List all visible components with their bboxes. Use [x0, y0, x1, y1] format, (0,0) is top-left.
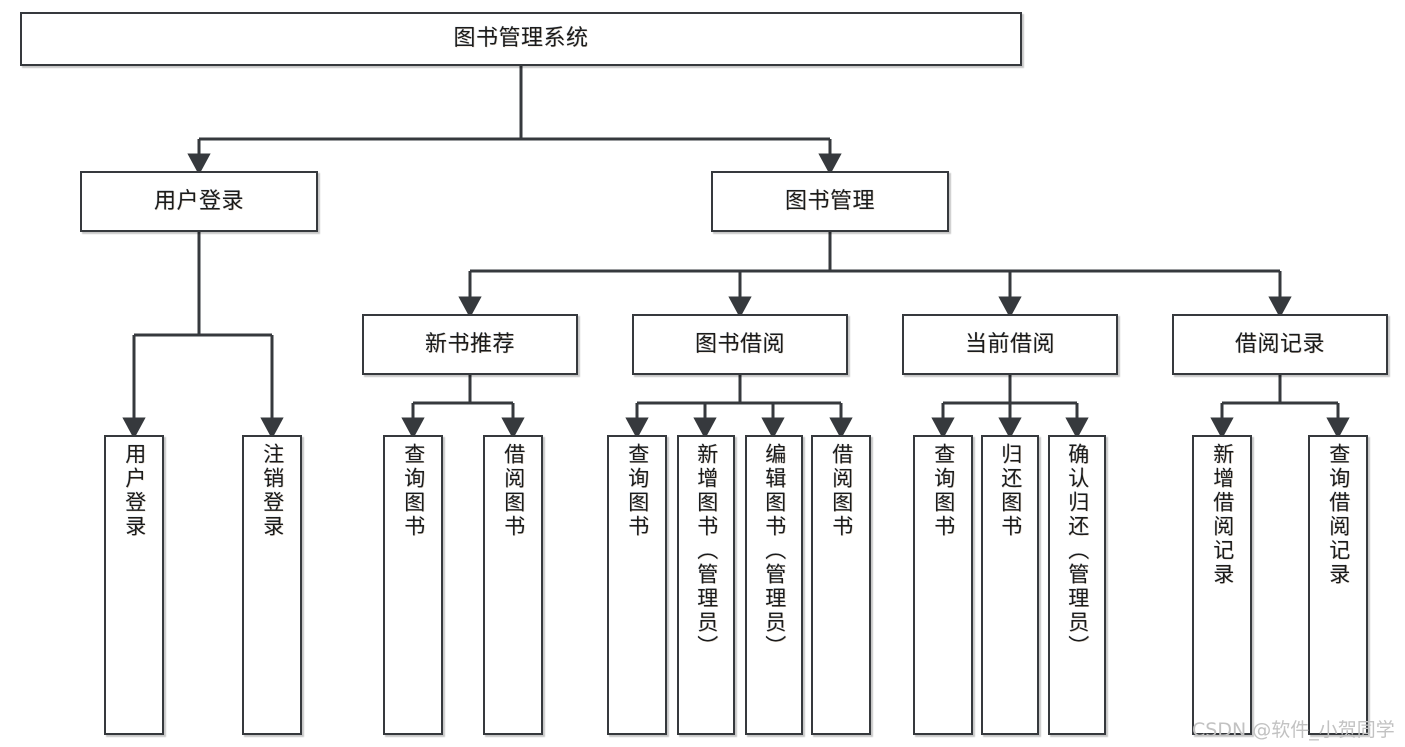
- node-root-system[interactable]: 图书管理系统: [20, 12, 1022, 66]
- node-label: 新增图书（管理员）: [694, 443, 719, 659]
- leaf-user-login-logout[interactable]: 注销登录: [242, 435, 302, 735]
- node-label: 注销登录: [260, 443, 285, 539]
- node-label: 归还图书: [998, 443, 1023, 539]
- node-label: 新增借阅记录: [1210, 443, 1235, 587]
- node-book-borrow[interactable]: 图书借阅: [632, 314, 848, 375]
- leaf-book-borrow-borrow-book[interactable]: 借阅图书: [811, 435, 871, 735]
- node-label: 查询借阅记录: [1326, 443, 1351, 587]
- node-label: 编辑图书（管理员）: [762, 443, 787, 659]
- leaf-new-book-query-book[interactable]: 查询图书: [383, 435, 443, 735]
- node-label: 图书管理: [784, 188, 875, 214]
- node-label: 借阅记录: [1234, 331, 1325, 357]
- leaf-book-borrow-query-book[interactable]: 查询图书: [607, 435, 667, 735]
- node-label: 查询图书: [401, 443, 426, 539]
- node-new-book-recommend[interactable]: 新书推荐: [362, 314, 578, 375]
- csdn-watermark: CSDN @软件_小贺同学: [1192, 719, 1395, 741]
- node-label: 确认归还（管理员）: [1065, 443, 1090, 659]
- node-label: 当前借阅: [964, 331, 1055, 357]
- leaf-book-borrow-add-book-admin[interactable]: 新增图书（管理员）: [677, 435, 735, 735]
- node-label: 借阅图书: [829, 443, 854, 539]
- node-label: 新书推荐: [424, 331, 515, 357]
- node-label: 查询图书: [931, 443, 956, 539]
- node-user-login[interactable]: 用户登录: [80, 171, 318, 232]
- leaf-borrow-record-add-record[interactable]: 新增借阅记录: [1192, 435, 1252, 735]
- node-borrow-record[interactable]: 借阅记录: [1172, 314, 1388, 375]
- leaf-book-borrow-edit-book-admin[interactable]: 编辑图书（管理员）: [745, 435, 803, 735]
- node-current-borrow[interactable]: 当前借阅: [902, 314, 1118, 375]
- leaf-current-borrow-confirm-return-admin[interactable]: 确认归还（管理员）: [1048, 435, 1106, 735]
- node-label: 用户登录: [153, 188, 244, 214]
- leaf-current-borrow-return-book[interactable]: 归还图书: [981, 435, 1039, 735]
- leaf-borrow-record-query-record[interactable]: 查询借阅记录: [1308, 435, 1368, 735]
- leaf-user-login-login[interactable]: 用户登录: [104, 435, 164, 735]
- node-label: 用户登录: [122, 443, 147, 539]
- leaf-current-borrow-query-book[interactable]: 查询图书: [913, 435, 973, 735]
- node-book-management[interactable]: 图书管理: [711, 171, 949, 232]
- node-label: 查询图书: [625, 443, 650, 539]
- node-label: 借阅图书: [501, 443, 526, 539]
- node-label: 图书管理系统: [453, 26, 589, 52]
- leaf-new-book-borrow-book[interactable]: 借阅图书: [483, 435, 543, 735]
- node-label: 图书借阅: [694, 331, 785, 357]
